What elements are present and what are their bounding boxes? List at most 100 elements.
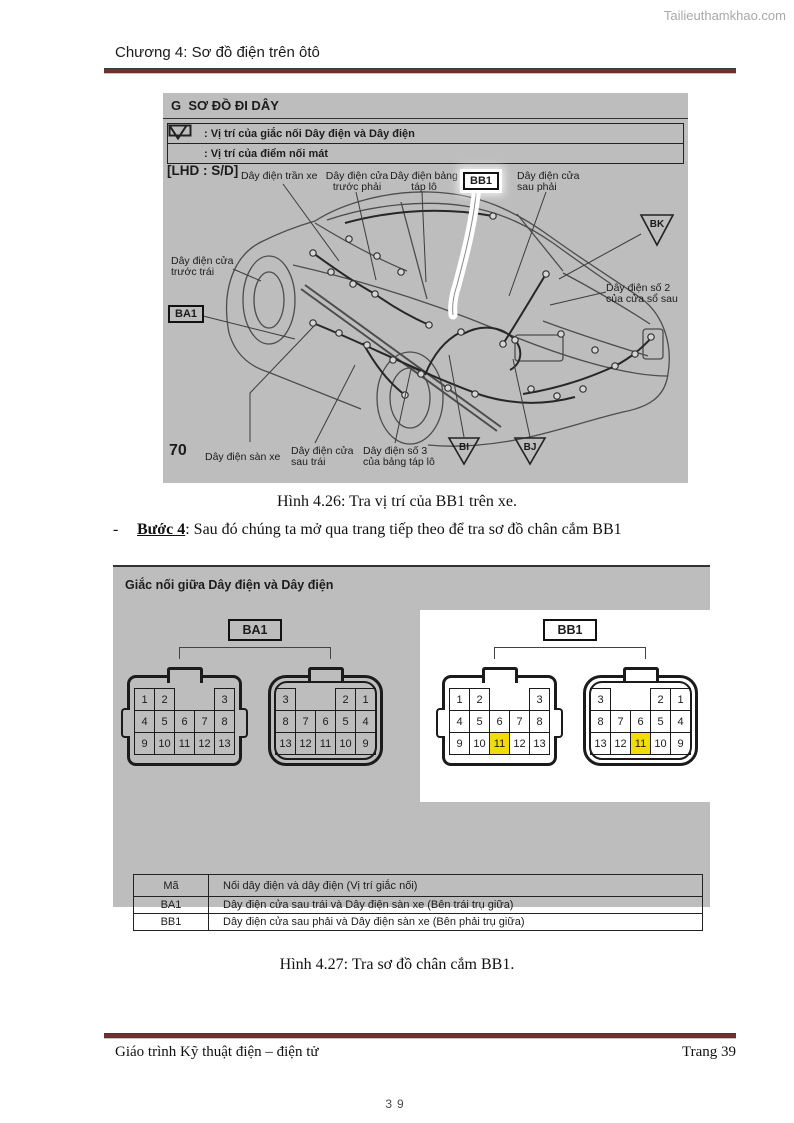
pin-cell: 9 [355, 732, 376, 755]
cell-desc: Dây điện cửa sau phải và Dây điện sàn xe… [208, 913, 703, 931]
manual-page-number: 70 [169, 442, 187, 459]
leader-lines [202, 183, 642, 444]
pin-cell: 8 [214, 710, 235, 733]
pin-cell: 7 [194, 710, 215, 733]
label-front-right-door-harness: Dây điện cửa trước phải [325, 170, 389, 194]
figure2-caption: Hình 4.27: Tra sơ đồ chân cắm BB1. [279, 956, 515, 973]
pin-cell: 2 [469, 688, 490, 711]
label-floor-harness: Dây điện sàn xe [205, 451, 281, 463]
pin-cell: 6 [174, 710, 195, 733]
figure1-caption: Hình 4.26: Tra vị trí của BB1 trên xe. [277, 493, 517, 510]
header-rule [104, 68, 736, 74]
svg-text:BI: BI [459, 442, 469, 453]
pin-cell: 6 [630, 710, 651, 733]
pin-cell: 3 [529, 688, 550, 711]
pin-cell: 3 [214, 688, 235, 711]
pin-gap [611, 689, 651, 711]
footer-rule [104, 1033, 736, 1039]
connector-side-tab [121, 707, 130, 738]
footer-book-title: Giáo trình Kỹ thuật điện – điện tử [115, 1044, 319, 1060]
figure1-title-rule [163, 118, 688, 119]
pin-cell: 4 [670, 710, 691, 733]
connector-location-table: Mã Nối dây điện và dây điện (Vị trí giắc… [133, 874, 703, 931]
connector-dots [309, 212, 655, 400]
pin-cell: 10 [469, 732, 490, 755]
pin-cell: 10 [650, 732, 671, 755]
table-row: BA1 Dây điện cửa sau trái và Dây điện sà… [133, 896, 703, 914]
svg-text:BJ: BJ [524, 442, 537, 453]
pin-cell: 10 [154, 732, 175, 755]
pin-cell: 3 [590, 688, 611, 711]
pin-cell: 8 [275, 710, 296, 733]
pin-cell: 9 [670, 732, 691, 755]
watermark: Tailieuthamkhao.com [663, 8, 786, 23]
pin-cell: 9 [134, 732, 155, 755]
pin-cell: 11 [489, 732, 510, 755]
pin-cell: 12 [194, 732, 215, 755]
pin-cell: 13 [529, 732, 550, 755]
pin-cell: 5 [154, 710, 175, 733]
step-rest: : Sau đó chúng ta mở qua trang tiếp theo… [185, 521, 622, 538]
pin-cell: 12 [610, 732, 631, 755]
label-rear-right-door-harness: Dây điện cửa sau phải [517, 170, 580, 194]
ground-marker-bi: BI [447, 437, 481, 466]
bb1-code-box: BB1 [543, 619, 597, 641]
pin-cell: 11 [630, 732, 651, 755]
label-dash-3-harness: Dây điện số 3 của bảng táp lô [363, 445, 435, 469]
pin-cell: 9 [449, 732, 470, 755]
pin-cell: 10 [335, 732, 356, 755]
pin-cell: 11 [174, 732, 195, 755]
ba1-bracket [179, 647, 331, 659]
label-rear-window-2-harness: Dây điện số 2 của cửa sổ sau [606, 282, 678, 306]
lhd-variant-label: [LHD : S/D] [167, 163, 239, 178]
pin-gap [296, 689, 336, 711]
label-front-left-door-harness: Dây điện cửa trước trái [171, 255, 234, 279]
label-rear-left-door-harness: Dây điện cửa sau trái [291, 445, 354, 469]
car-outline [225, 191, 670, 447]
pin-cell: 4 [355, 710, 376, 733]
pin-cell: 5 [335, 710, 356, 733]
pin-cell: 1 [449, 688, 470, 711]
pin-cell: 6 [489, 710, 510, 733]
figure-4-27: Giắc nối giữa Dây điện và Dây điện BA1 1… [113, 565, 710, 949]
col-header-code: Mã [133, 874, 209, 897]
legend-text: : Vị trí của giắc nối Dây điện và Dây đi… [204, 127, 415, 140]
pin-gap [175, 689, 215, 711]
col-header-desc: Nối dây điện và dây điện (Vị trí giắc nố… [208, 874, 703, 897]
figure-4-26: G SƠ ĐỒ ĐI DÂY : Vị trí của giắc nối Dây… [163, 93, 688, 483]
chapter-header: Chương 4: Sơ đồ điện trên ôtô [115, 44, 320, 61]
pin-cell: 5 [650, 710, 671, 733]
label-dash-panel-harness: Dây điện bảng táp lô [390, 170, 458, 194]
step-4-text: -Bước 4: Sau đó chúng ta mở qua trang ti… [113, 521, 622, 539]
pin-cell: 12 [295, 732, 316, 755]
pin-cell: 7 [509, 710, 530, 733]
legend-text: : Vị trí của điểm nối mát [204, 147, 329, 160]
connector-side-tab [239, 707, 248, 738]
pin-cell: 1 [355, 688, 376, 711]
svg-text:BK: BK [650, 219, 665, 230]
pin-cell: 12 [509, 732, 530, 755]
cell-desc: Dây điện cửa sau trái và Dây điện sàn xe… [208, 896, 703, 914]
pin-cell: 8 [590, 710, 611, 733]
ground-marker-bk: BK [639, 214, 675, 247]
table-header-row: Mã Nối dây điện và dây điện (Vị trí giắc… [133, 874, 703, 897]
cell-code: BB1 [133, 913, 209, 931]
legend-row-ground: : Vị trí của điểm nối mát [168, 124, 683, 163]
figure1-legend: : Vị trí của giắc nối Dây điện và Dây đi… [167, 123, 684, 164]
step-label: Bước 4 [137, 521, 186, 538]
pin-cell: 4 [134, 710, 155, 733]
bb1-callout-box: BB1 [463, 172, 500, 190]
pin-cell: 8 [529, 710, 550, 733]
pin-cell: 2 [650, 688, 671, 711]
figure1-title: G SƠ ĐỒ ĐI DÂY [171, 98, 279, 113]
page-number: 39 [385, 1097, 409, 1111]
wiring-harness [312, 209, 653, 404]
